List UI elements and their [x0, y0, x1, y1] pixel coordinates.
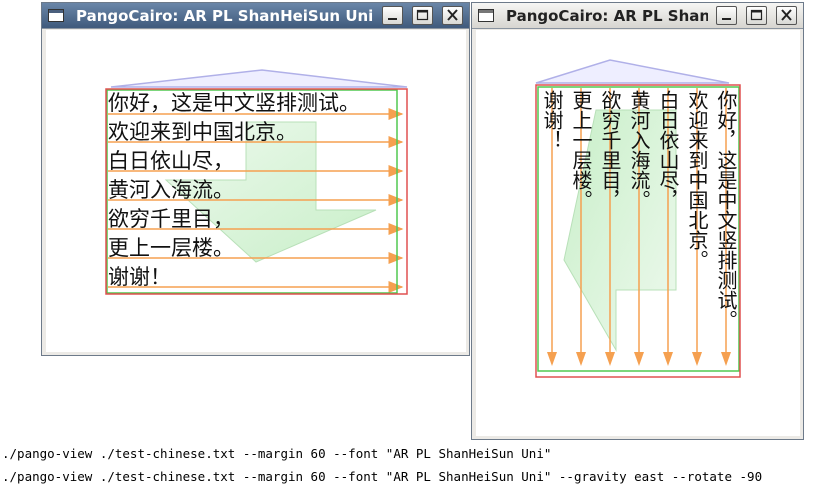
pango-window-vertical: PangoCairo: AR PL ShanHeiSun Uni: [471, 2, 804, 440]
gravity-arrow: [535, 59, 730, 84]
title-bar[interactable]: PangoCairo: AR PL ShanHeiSun Uni: [42, 3, 469, 29]
close-button[interactable]: [442, 6, 463, 25]
maximize-button[interactable]: [412, 6, 433, 25]
drawing-area: 你好，这是中文竖排测试。 欢迎来到中国北京。 白日依山尽， 黄河入海流。 欲穷千…: [46, 30, 466, 352]
layout-diagram: 你好，这是中文竖排测试。 欢迎来到中国北京。 白日依山尽， 黄河入海流。 欲穷千…: [535, 59, 741, 378]
text-line: 欲穷千里目，: [108, 207, 234, 231]
text-column: 白日依山尽，: [656, 90, 680, 210]
minimize-button[interactable]: [716, 6, 737, 25]
gravity-block-arrow: [563, 109, 677, 352]
baseline-arrowheads: [547, 352, 731, 366]
text-column: 更上一层楼。: [569, 90, 593, 210]
gravity-block-arrow: [164, 121, 377, 263]
close-icon: [447, 9, 458, 21]
text-line: 谢谢！: [108, 265, 171, 289]
text-line: 黄河入海流。: [108, 178, 234, 202]
minimize-icon: [388, 18, 397, 20]
maximize-button[interactable]: [746, 6, 767, 25]
minimize-icon: [722, 18, 731, 20]
text-column: 谢谢！: [540, 90, 564, 150]
window-menu-icon[interactable]: [478, 9, 494, 22]
close-button[interactable]: [776, 6, 797, 25]
window-title: PangoCairo: AR PL ShanHeiSun Uni: [506, 7, 708, 25]
layout-diagram: 你好，这是中文竖排测试。 欢迎来到中国北京。 白日依山尽， 黄河入海流。 欲穷千…: [105, 69, 408, 295]
ink-rect: [537, 86, 740, 372]
window-menu-icon[interactable]: [48, 9, 64, 22]
text-line: 你好，这是中文竖排测试。: [108, 91, 360, 115]
maximize-icon: [416, 9, 429, 21]
baseline-arrows: [551, 88, 727, 362]
close-icon: [781, 9, 792, 21]
ink-rect: [106, 89, 398, 294]
text-line: 欢迎来到中国北京。: [108, 120, 297, 144]
logical-rect: [535, 84, 741, 378]
drawing-area: 你好，这是中文竖排测试。 欢迎来到中国北京。 白日依山尽， 黄河入海流。 欲穷千…: [476, 30, 800, 436]
window-title: PangoCairo: AR PL ShanHeiSun Uni: [76, 7, 374, 25]
pango-window-horizontal: PangoCairo: AR PL ShanHeiSun Uni: [41, 2, 470, 356]
logical-rect: [105, 88, 408, 295]
baseline-arrows: [108, 108, 404, 293]
maximize-icon: [750, 9, 763, 21]
text-line: 白日依山尽，: [108, 149, 234, 173]
minimize-button[interactable]: [382, 6, 403, 25]
command-line-1: ./pango-view ./test-chinese.txt --margin…: [2, 446, 552, 461]
text-line: 更上一层楼。: [108, 236, 234, 260]
text-column: 你好，这是中文竖排测试。: [714, 90, 738, 330]
text-column: 欲穷千里目，: [598, 90, 622, 210]
text-column: 欢迎来到中国北京。: [685, 90, 709, 270]
title-bar[interactable]: PangoCairo: AR PL ShanHeiSun Uni: [472, 3, 803, 29]
gravity-arrow: [110, 69, 408, 88]
text-column: 黄河入海流。: [627, 90, 651, 210]
command-line-2: ./pango-view ./test-chinese.txt --margin…: [2, 469, 763, 484]
